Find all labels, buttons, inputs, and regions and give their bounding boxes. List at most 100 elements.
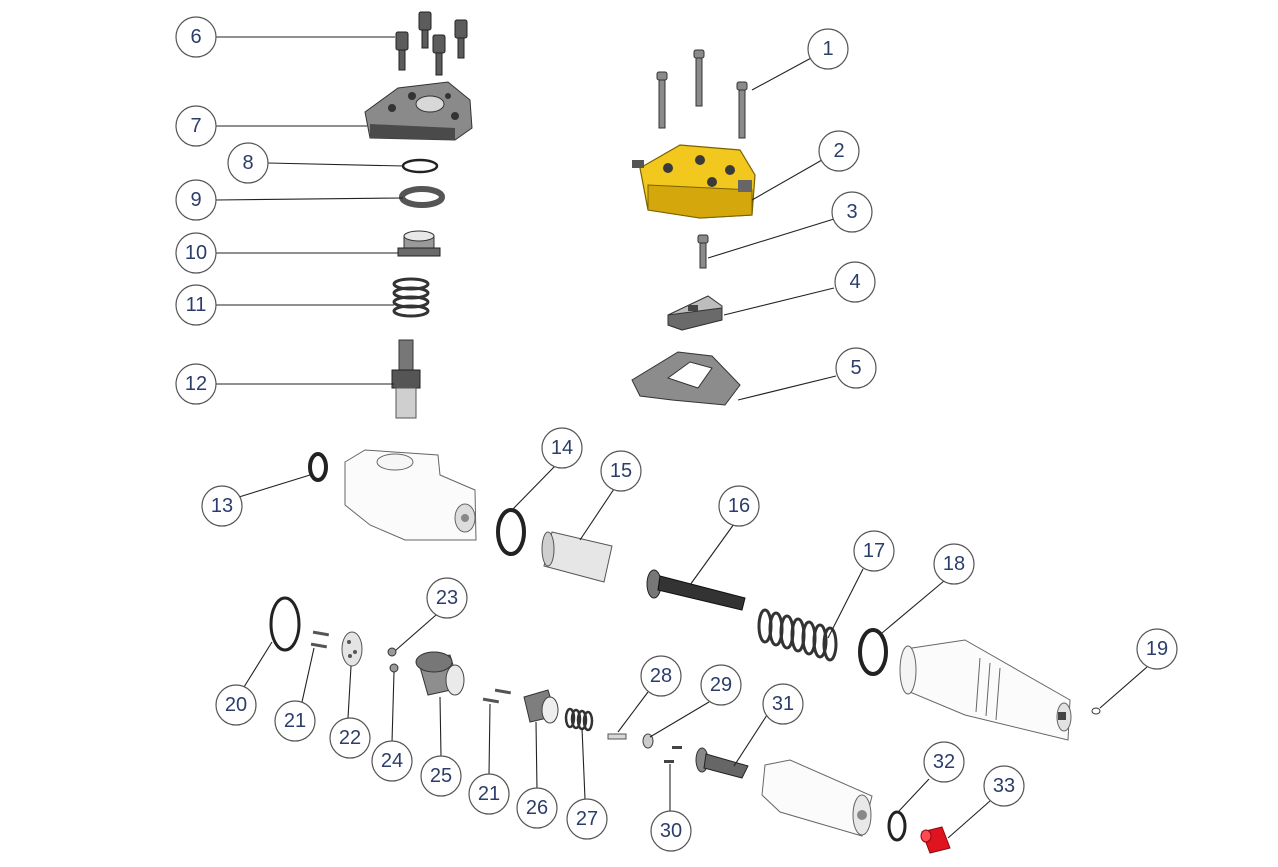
callout-33-label: 33 [993,775,1015,797]
callout-20: 20 [215,684,257,726]
callout-19-label: 19 [1146,638,1168,660]
part-22-disc [341,631,363,667]
callout-18-label: 18 [943,553,965,575]
callout-28: 28 [640,655,682,697]
callout-25-label: 25 [430,765,452,787]
callout-6: 6 [175,16,217,58]
callout-32: 32 [923,741,965,783]
callout-22: 22 [329,717,371,759]
leader-lines [215,36,1148,839]
callout-15-label: 15 [610,460,632,482]
callout-2: 2 [818,130,860,172]
callout-3: 3 [831,191,873,233]
callout-13: 13 [201,485,243,527]
callout-12: 12 [175,363,217,405]
part-25-cylinder [415,651,465,696]
callout-17: 17 [853,530,895,572]
callout-21-right: 21 [468,773,510,815]
callout-31-label: 31 [772,693,794,715]
callout-2-label: 2 [833,140,844,162]
callout-1-label: 1 [822,38,833,60]
part-3-small-screw [697,234,709,269]
part-28-pin [607,733,627,740]
callout-21-right-label: 21 [478,783,500,805]
callout-15: 15 [600,450,642,492]
callout-27-label: 27 [576,808,598,830]
callout-23: 23 [426,577,468,619]
callout-26-label: 26 [526,797,548,819]
part-7-flange-plate [364,81,473,141]
callout-28-label: 28 [650,665,672,687]
callout-25: 25 [420,755,462,797]
callout-27: 27 [566,798,608,840]
part-2-cover-yellow [632,144,756,219]
part-16-long-bolt [646,569,746,611]
callout-9: 9 [175,179,217,221]
callout-30: 30 [650,810,692,852]
part-6-socket-screws [395,11,468,76]
callout-29-label: 29 [710,674,732,696]
callout-21-left-label: 21 [284,710,306,732]
callout-6-label: 6 [190,26,201,48]
callout-29: 29 [700,664,742,706]
part-29-small-disc [642,733,654,749]
part-12-valve-stem [391,339,421,419]
callout-9-label: 9 [190,189,201,211]
callout-14: 14 [541,427,583,469]
part-33-red-cap [920,826,951,854]
callout-5-label: 5 [850,357,861,379]
callout-8: 8 [227,142,269,184]
callout-7: 7 [175,105,217,147]
part-1-bolts [656,49,748,139]
callout-10-label: 10 [185,242,207,264]
part-13-o-ring [308,452,328,482]
callout-18: 18 [933,543,975,585]
part-cylinder-small [761,759,873,837]
callout-30-label: 30 [660,820,682,842]
part-23-small-ball [387,647,397,657]
callout-24: 24 [371,740,413,782]
callout-24-label: 24 [381,750,403,772]
callout-14-label: 14 [551,437,573,459]
callout-23-label: 23 [436,587,458,609]
callout-26: 26 [516,787,558,829]
part-21-pins-left [310,630,330,649]
part-14-o-ring [496,508,526,556]
callout-4: 4 [834,261,876,303]
callout-13-label: 13 [211,495,233,517]
callout-17-label: 17 [863,540,885,562]
part-10-bushing [397,230,441,257]
part-valve-body [344,449,477,541]
part-24-small-ball [389,663,399,673]
callout-12-label: 12 [185,373,207,395]
callout-11-label: 11 [186,294,207,316]
part-9-washer [399,186,445,208]
callout-3-label: 3 [846,201,857,223]
part-27-small-spring [564,707,594,732]
part-5-gasket-frame [631,351,741,406]
callout-32-label: 32 [933,751,955,773]
callout-16-label: 16 [728,495,750,517]
callout-21-left: 21 [274,700,316,742]
part-18-o-ring [858,628,888,676]
callout-16: 16 [718,485,760,527]
callout-19: 19 [1136,628,1178,670]
callout-8-label: 8 [242,152,253,174]
part-cylinder-large [899,639,1072,741]
callout-7-label: 7 [190,115,201,137]
part-21-pins-right [482,688,512,704]
callout-10: 10 [175,232,217,274]
part-30-pins [664,746,682,763]
part-32-o-ring [887,810,907,842]
callout-11: 11 [175,284,217,326]
callout-1: 1 [807,28,849,70]
part-15-sleeve [541,531,613,583]
callout-5: 5 [835,347,877,389]
part-19-ball [1091,707,1101,715]
part-17-spring [757,608,838,662]
callout-31: 31 [762,683,804,725]
callout-33: 33 [983,765,1025,807]
part-26-bushing [523,689,559,724]
callout-22-label: 22 [339,727,361,749]
